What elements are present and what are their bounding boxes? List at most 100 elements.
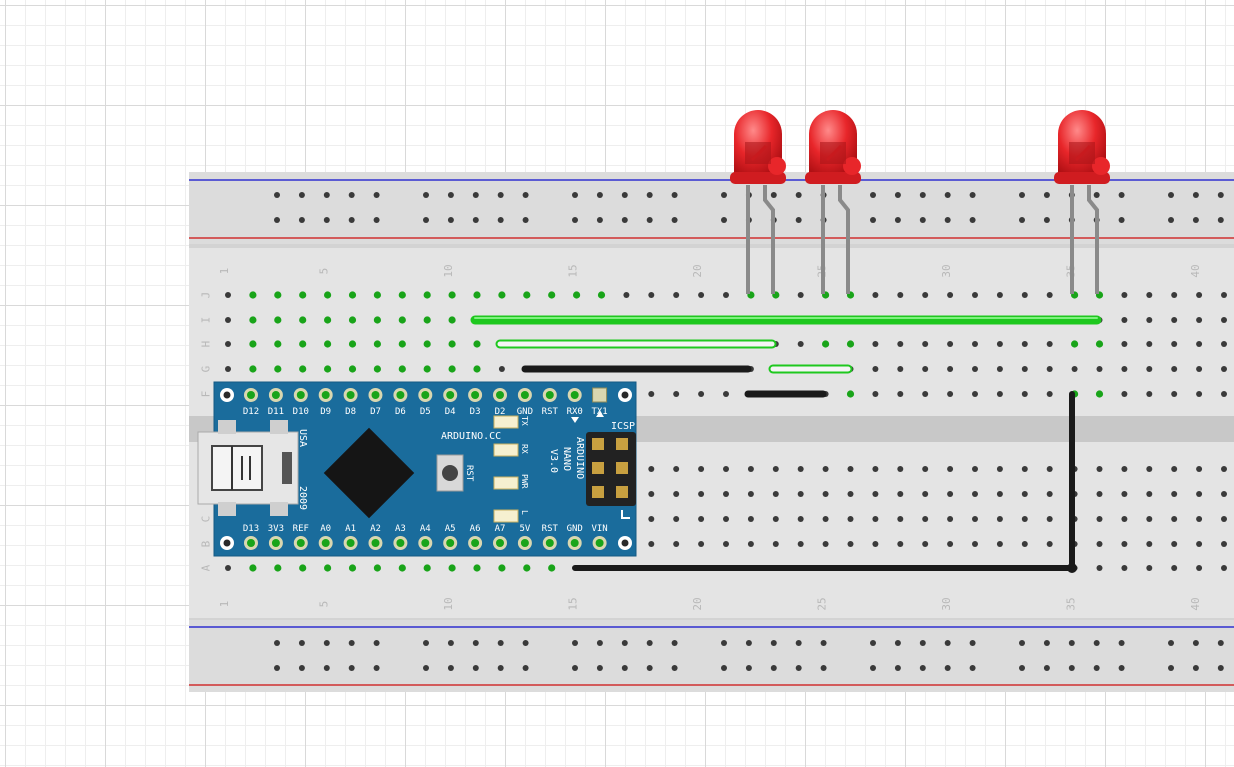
rail-hole[interactable] <box>447 192 454 198</box>
rail-hole[interactable] <box>298 192 305 198</box>
nano-pin-square[interactable] <box>592 387 608 403</box>
breadboard-hole[interactable] <box>947 366 954 372</box>
red-led-3[interactable] <box>1054 110 1110 294</box>
rail-hole[interactable] <box>323 640 330 646</box>
breadboard-hole[interactable] <box>897 341 904 347</box>
breadboard-hole[interactable] <box>573 291 581 299</box>
breadboard-hole[interactable] <box>872 466 879 472</box>
rail-hole[interactable] <box>348 217 355 223</box>
breadboard-hole[interactable] <box>1171 541 1178 547</box>
breadboard-hole[interactable] <box>972 341 978 347</box>
rail-hole[interactable] <box>596 192 603 198</box>
rail-hole[interactable] <box>596 640 603 646</box>
rail-hole[interactable] <box>671 640 678 646</box>
breadboard-hole[interactable] <box>1046 466 1053 472</box>
breadboard-hole[interactable] <box>1096 565 1103 571</box>
rail-hole[interactable] <box>646 640 653 646</box>
breadboard-hole[interactable] <box>1171 565 1178 571</box>
rail-hole[interactable] <box>721 665 727 671</box>
breadboard-hole[interactable] <box>1021 391 1028 397</box>
breadboard-hole[interactable] <box>1046 292 1053 298</box>
breadboard-hole[interactable] <box>373 365 381 373</box>
breadboard-hole[interactable] <box>972 541 978 547</box>
breadboard-hole[interactable] <box>897 366 904 372</box>
breadboard-hole[interactable] <box>996 516 1003 522</box>
breadboard-hole[interactable] <box>423 340 431 348</box>
breadboard-hole[interactable] <box>324 316 332 324</box>
breadboard-hole[interactable] <box>1096 366 1103 372</box>
rail-hole[interactable] <box>1019 192 1025 198</box>
breadboard-hole[interactable] <box>723 466 729 472</box>
breadboard-hole[interactable] <box>1121 317 1128 323</box>
breadboard-hole[interactable] <box>698 466 705 472</box>
breadboard-hole[interactable] <box>797 292 804 298</box>
rail-hole[interactable] <box>1043 217 1050 223</box>
breadboard-hole[interactable] <box>1146 366 1153 372</box>
breadboard-hole[interactable] <box>1196 366 1203 372</box>
rail-hole[interactable] <box>497 217 504 223</box>
breadboard-hole[interactable] <box>1146 317 1153 323</box>
breadboard-hole[interactable] <box>698 541 705 547</box>
breadboard-hole[interactable] <box>1221 391 1227 397</box>
breadboard-hole[interactable] <box>822 466 829 472</box>
breadboard-hole[interactable] <box>897 466 904 472</box>
breadboard-hole[interactable] <box>1046 516 1053 522</box>
breadboard-hole[interactable] <box>723 391 729 397</box>
rail-hole[interactable] <box>348 640 355 646</box>
breadboard-hole[interactable] <box>274 564 282 572</box>
rail-hole[interactable] <box>596 665 603 671</box>
rail-hole[interactable] <box>1019 665 1025 671</box>
breadboard-hole[interactable] <box>673 466 680 472</box>
rail-hole[interactable] <box>472 665 479 671</box>
rail-hole[interactable] <box>671 192 678 198</box>
rail-hole[interactable] <box>944 192 951 198</box>
breadboard-hole[interactable] <box>1171 466 1178 472</box>
breadboard-hole[interactable] <box>1171 391 1178 397</box>
breadboard-hole[interactable] <box>972 292 978 298</box>
breadboard-hole[interactable] <box>723 516 729 522</box>
breadboard-hole[interactable] <box>1121 366 1128 372</box>
breadboard-hole[interactable] <box>398 316 406 324</box>
rail-hole[interactable] <box>572 640 578 646</box>
breadboard-hole[interactable] <box>423 291 431 299</box>
rail-hole[interactable] <box>1043 665 1050 671</box>
breadboard-hole[interactable] <box>922 292 929 298</box>
breadboard-hole[interactable] <box>274 291 282 299</box>
rail-hole[interactable] <box>373 192 380 198</box>
breadboard-hole[interactable] <box>673 541 680 547</box>
rail-hole[interactable] <box>423 217 429 223</box>
rail-hole[interactable] <box>423 665 429 671</box>
breadboard-hole[interactable] <box>373 291 381 299</box>
breadboard-hole[interactable] <box>723 292 729 298</box>
red-led-2[interactable] <box>805 110 861 294</box>
rail-hole[interactable] <box>447 640 454 646</box>
breadboard-hole[interactable] <box>448 365 456 373</box>
rail-hole[interactable] <box>423 640 429 646</box>
breadboard-hole[interactable] <box>1171 516 1178 522</box>
breadboard-hole[interactable] <box>373 564 381 572</box>
breadboard-hole[interactable] <box>299 340 307 348</box>
breadboard-hole[interactable] <box>972 366 978 372</box>
breadboard-hole[interactable] <box>398 291 406 299</box>
rail-hole[interactable] <box>646 192 653 198</box>
breadboard-hole[interactable] <box>1221 541 1227 547</box>
rail-hole[interactable] <box>497 640 504 646</box>
breadboard-hole[interactable] <box>1096 541 1103 547</box>
rail-hole[interactable] <box>1093 665 1100 671</box>
breadboard-hole[interactable] <box>1121 516 1128 522</box>
rail-hole[interactable] <box>298 640 305 646</box>
rail-hole[interactable] <box>820 665 827 671</box>
rail-hole[interactable] <box>721 640 727 646</box>
breadboard-hole[interactable] <box>1196 317 1203 323</box>
rail-hole[interactable] <box>944 217 951 223</box>
breadboard-hole[interactable] <box>797 541 804 547</box>
rail-hole[interactable] <box>522 665 529 671</box>
breadboard-hole[interactable] <box>698 391 705 397</box>
breadboard-hole[interactable] <box>822 541 829 547</box>
rail-hole[interactable] <box>323 217 330 223</box>
breadboard-hole[interactable] <box>299 365 307 373</box>
rail-hole[interactable] <box>274 640 280 646</box>
rail-hole[interactable] <box>919 665 926 671</box>
breadboard-hole[interactable] <box>473 365 481 373</box>
rail-hole[interactable] <box>969 640 976 646</box>
